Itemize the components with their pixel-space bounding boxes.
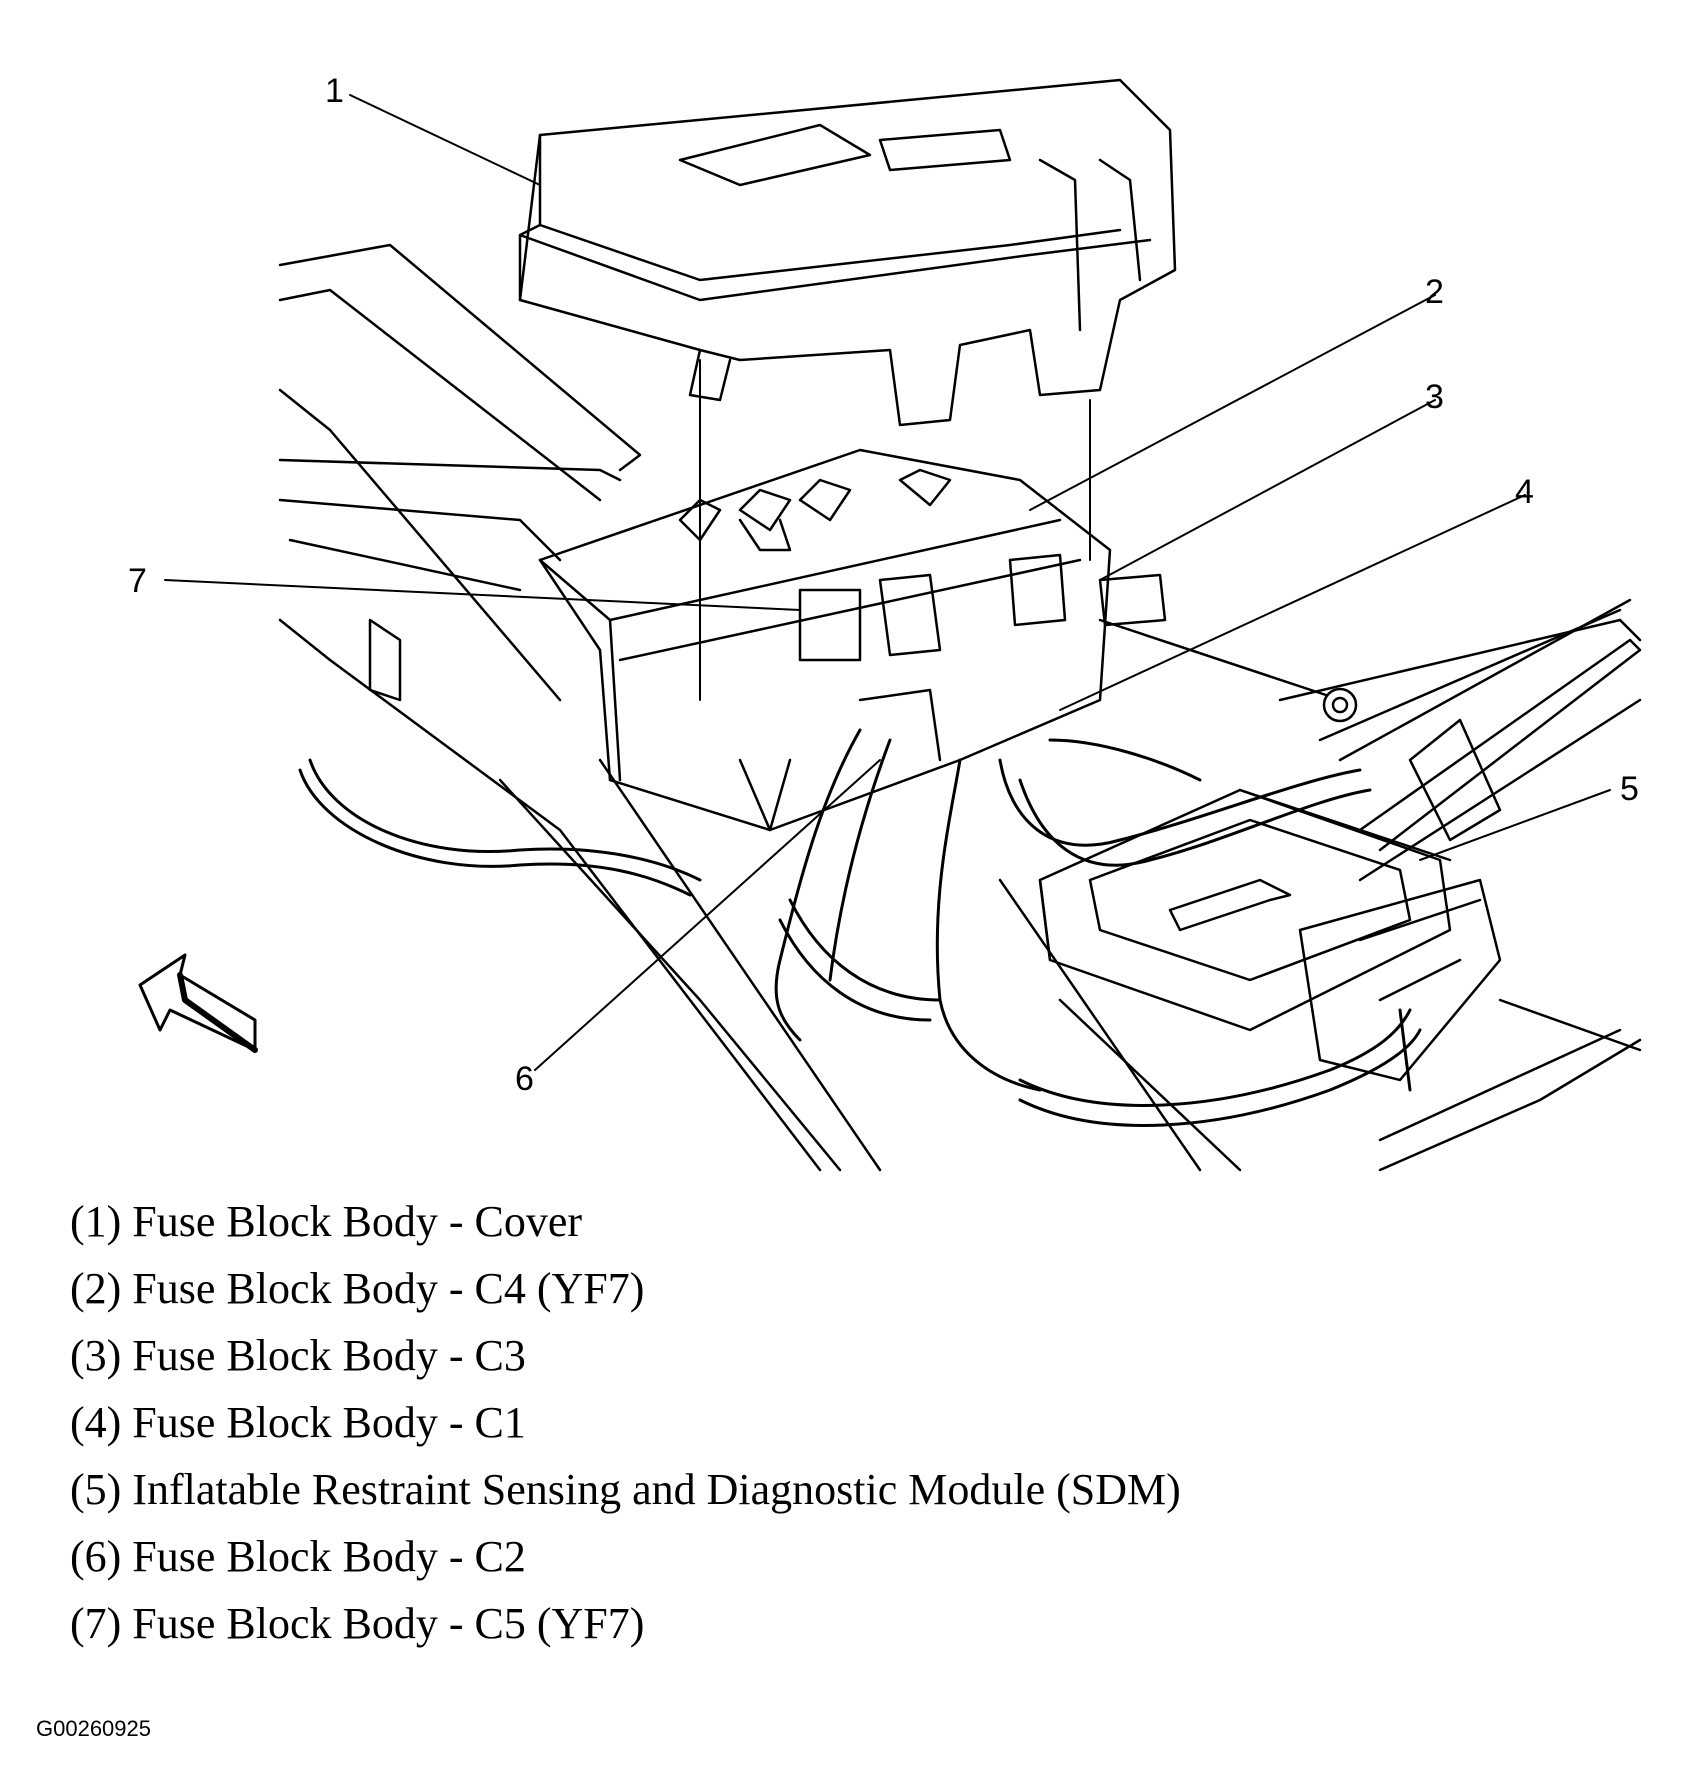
forward-arrow-icon	[138, 953, 258, 1053]
legend-item: (1) Fuse Block Body - Cover	[70, 1197, 583, 1246]
legend-item: (3) Fuse Block Body - C3	[70, 1331, 526, 1380]
callout-leaders	[164, 94, 1611, 1071]
fuse-block-cover	[518, 78, 1177, 427]
callout-2: 2	[1425, 273, 1444, 311]
callout-5: 5	[1620, 770, 1639, 808]
legend-item: (4) Fuse Block Body - C1	[70, 1398, 526, 1447]
legend-item: (5) Inflatable Restraint Sensing and Dia…	[70, 1465, 1181, 1514]
component-legend: (1) Fuse Block Body - Cover (2) Fuse Blo…	[70, 1188, 1181, 1657]
callout-7: 7	[128, 562, 147, 600]
ground-eyelet	[1098, 618, 1358, 723]
fuse-block-diagram: 1 2 3 4 5 6 7	[128, 72, 1642, 1172]
legend-item: (2) Fuse Block Body - C4 (YF7)	[70, 1264, 645, 1313]
callout-1: 1	[325, 72, 344, 110]
legend-item: (7) Fuse Block Body - C5 (YF7)	[70, 1599, 645, 1648]
callout-3: 3	[1425, 378, 1444, 416]
figure-id: G00260925	[36, 1716, 151, 1741]
fuse-block-body	[368, 448, 1167, 832]
floor-panels	[278, 243, 1642, 1172]
legend-item: (6) Fuse Block Body - C2	[70, 1532, 526, 1581]
callout-4: 4	[1515, 473, 1534, 511]
wire-harness	[298, 728, 1422, 1127]
callout-6: 6	[515, 1060, 534, 1098]
sdm-module	[1038, 788, 1502, 1082]
callout-labels: 1 2 3 4 5 6 7	[128, 72, 1639, 1098]
explode-guides	[699, 359, 1091, 701]
